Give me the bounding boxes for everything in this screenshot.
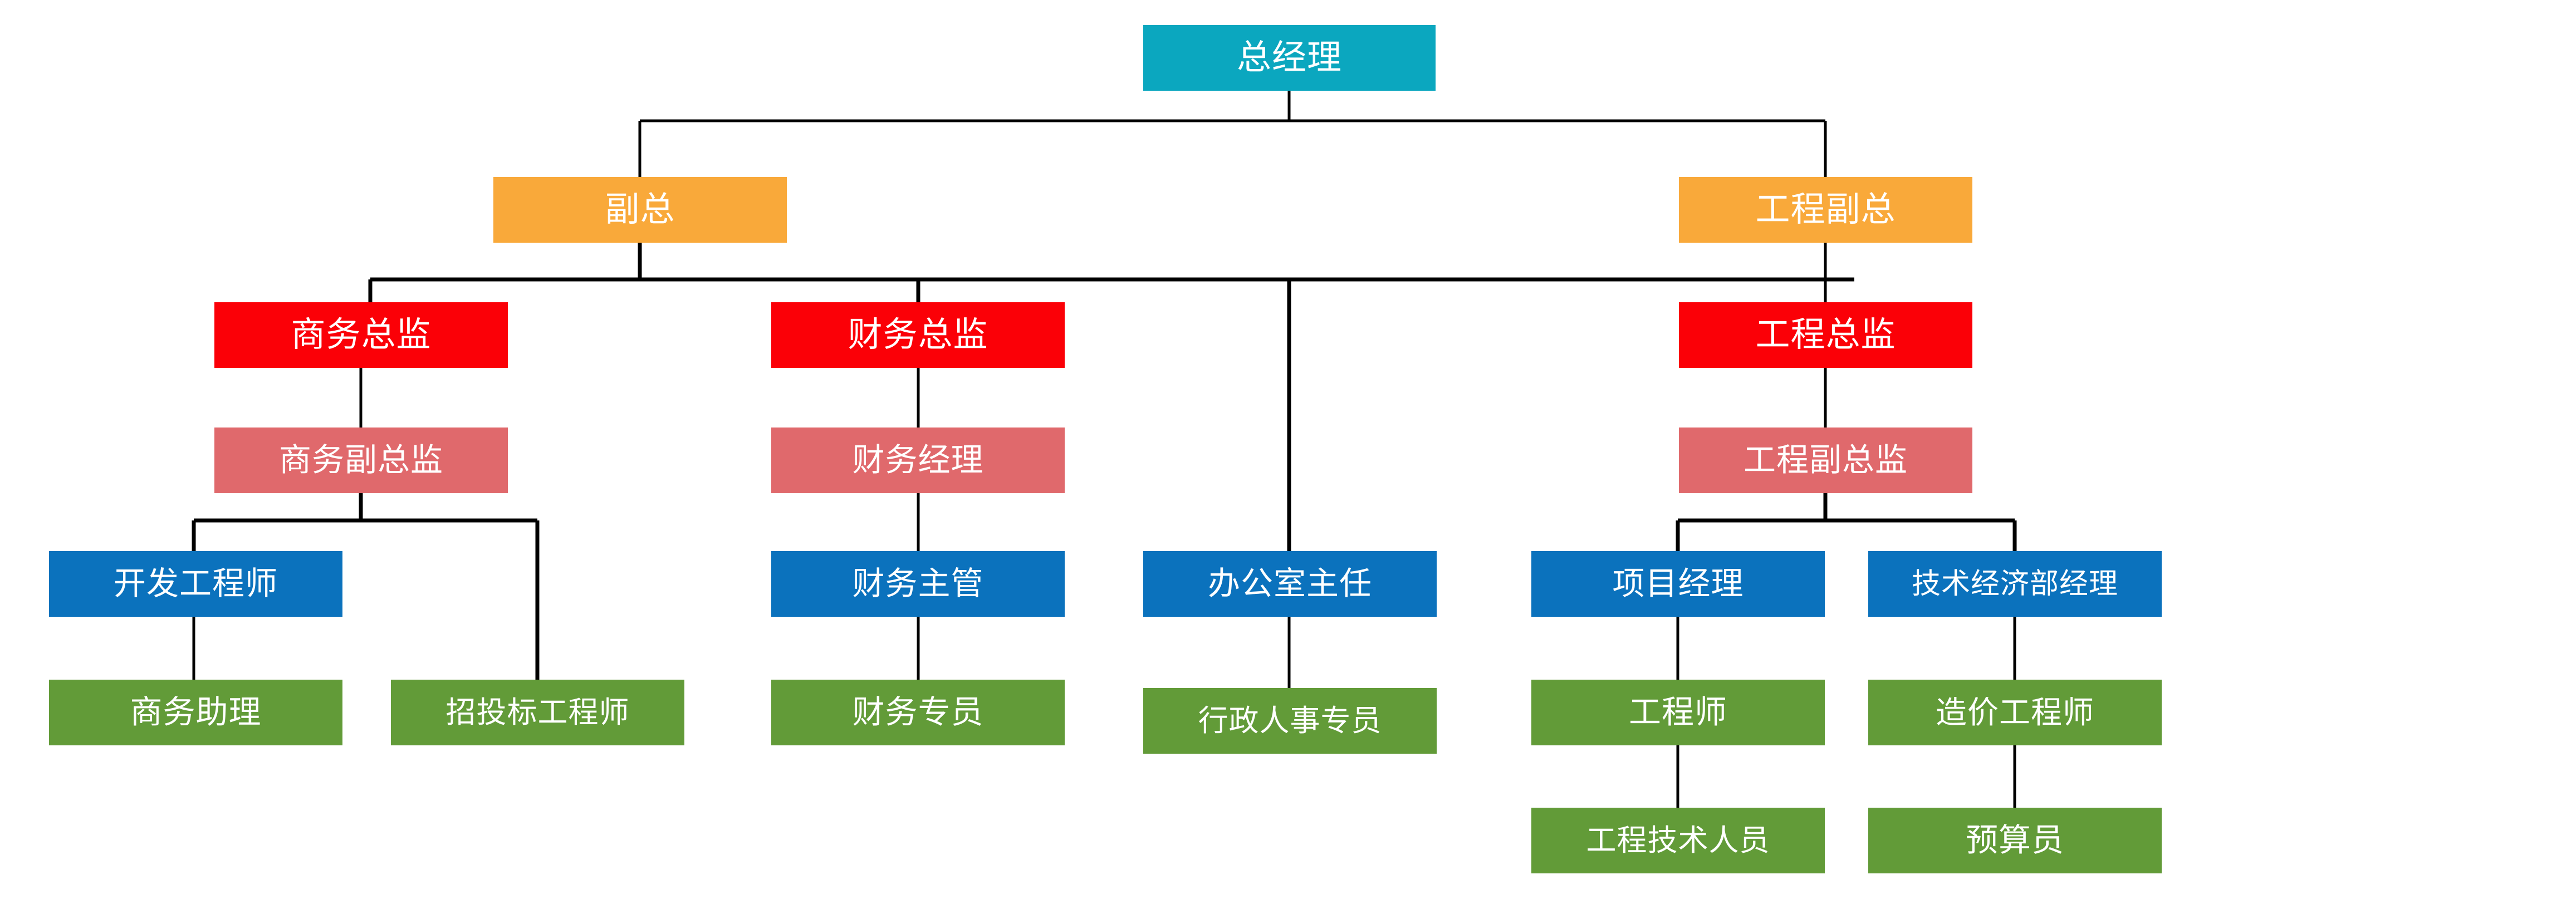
org-node-label-finance-supervisor: 财务主管 [852,566,984,602]
org-node-office-director[interactable]: 办公室主任 [1143,551,1437,617]
org-node-label-office-director: 办公室主任 [1207,566,1372,602]
org-node-engineering-vice-president[interactable]: 工程副总 [1679,177,1972,243]
org-node-label-budget-officer: 预算员 [1965,822,2064,858]
org-node-label-deputy-business-director: 商务副总监 [278,442,443,478]
connector-gm-to-vps-bus [638,91,1827,177]
org-node-label-finance-specialist: 财务专员 [852,694,984,730]
org-node-label-engineering-director: 工程总监 [1755,316,1896,354]
org-node-technical-economics-manager[interactable]: 技术经济部经理 [1868,551,2162,617]
org-node-budget-officer[interactable]: 预算员 [1868,808,2162,873]
org-node-deputy-business-director[interactable]: 商务副总监 [214,428,508,493]
org-node-label-admin-hr-specialist: 行政人事专员 [1198,704,1382,738]
org-node-label-project-manager: 项目经理 [1612,566,1744,602]
org-node-label-business-assistant: 商务助理 [130,694,262,730]
org-node-label-development-engineer: 开发工程师 [113,566,278,602]
org-node-finance-supervisor[interactable]: 财务主管 [771,551,1065,617]
org-node-label-technical-economics-manager: 技术经济部经理 [1911,568,2118,600]
org-node-business-assistant[interactable]: 商务助理 [49,680,342,745]
org-node-finance-director[interactable]: 财务总监 [771,302,1065,368]
org-node-engineering-director[interactable]: 工程总监 [1679,302,1972,368]
org-node-label-cost-engineer: 造价工程师 [1936,695,2094,730]
org-node-bidding-engineer[interactable]: 招投标工程师 [391,680,684,745]
org-node-general-manager[interactable]: 总经理 [1143,25,1436,91]
org-node-business-director[interactable]: 商务总监 [214,302,508,368]
org-node-label-finance-manager: 财务经理 [852,442,984,478]
org-node-label-vice-president: 副总 [605,190,675,229]
org-node-label-engineering-technician: 工程技术人员 [1586,824,1770,857]
connector-vp-to-directors-bus [368,243,1854,551]
org-node-engineering-technician[interactable]: 工程技术人员 [1531,808,1825,873]
org-node-label-business-director: 商务总监 [291,316,432,354]
connector-deputy-engineering-split [1676,493,2017,551]
org-node-label-engineering-vice-president: 工程副总 [1755,190,1896,229]
org-node-finance-specialist[interactable]: 财务专员 [771,680,1065,745]
org-node-vice-president[interactable]: 副总 [493,177,787,243]
org-node-label-engineer: 工程师 [1628,694,1727,730]
org-node-development-engineer[interactable]: 开发工程师 [49,551,342,617]
org-node-label-deputy-engineering-director: 工程副总监 [1743,442,1908,478]
org-node-admin-hr-specialist[interactable]: 行政人事专员 [1143,688,1437,754]
org-node-project-manager[interactable]: 项目经理 [1531,551,1825,617]
org-node-label-finance-director: 财务总监 [848,316,988,354]
org-node-engineer[interactable]: 工程师 [1531,680,1825,745]
org-node-cost-engineer[interactable]: 造价工程师 [1868,680,2162,745]
org-node-deputy-engineering-director[interactable]: 工程副总监 [1679,428,1972,493]
org-node-label-general-manager: 总经理 [1236,38,1342,77]
org-node-label-bidding-engineer: 招投标工程师 [445,696,630,729]
org-node-finance-manager[interactable]: 财务经理 [771,428,1065,493]
